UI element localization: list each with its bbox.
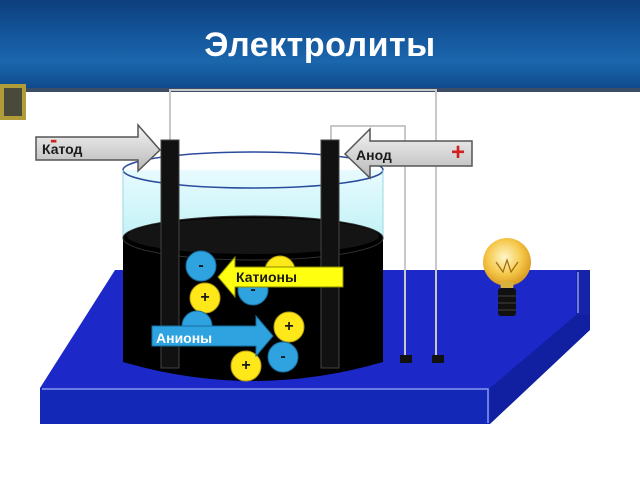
wire-terminal-right bbox=[432, 355, 444, 363]
ion-sign: + bbox=[200, 289, 210, 306]
cations-arrow bbox=[217, 255, 344, 299]
header-banner bbox=[0, 0, 640, 88]
ion-sign: - bbox=[250, 281, 256, 298]
ion-cation bbox=[230, 350, 262, 382]
anode-plus-sign: + bbox=[451, 139, 466, 166]
ion-anion bbox=[267, 341, 299, 373]
circuit-wires bbox=[169, 89, 437, 358]
anode-electrode bbox=[320, 139, 340, 369]
cathode-electrode bbox=[160, 139, 180, 369]
ion-sign: - bbox=[198, 257, 204, 274]
anode-arrow bbox=[343, 127, 473, 180]
cations-label: Катионы bbox=[236, 269, 297, 285]
cathode-arrow bbox=[35, 123, 162, 173]
slide-title: Электролиты bbox=[204, 26, 436, 64]
anions-arrow bbox=[151, 314, 274, 358]
ion-sign: + bbox=[241, 357, 251, 374]
cathode-label: Катод bbox=[42, 141, 83, 157]
ion-cation bbox=[273, 311, 305, 343]
anode-label: Анод bbox=[356, 147, 392, 163]
ion-sign: + bbox=[284, 318, 294, 335]
ion-anion bbox=[185, 250, 217, 282]
wire-terminal-left bbox=[400, 355, 412, 363]
corner-decoration-inner bbox=[4, 88, 22, 116]
anions-label: Анионы bbox=[156, 330, 213, 346]
light-bulb bbox=[483, 238, 531, 316]
ion-sign: - bbox=[280, 348, 286, 365]
cathode-minus-sign: - bbox=[50, 127, 58, 152]
